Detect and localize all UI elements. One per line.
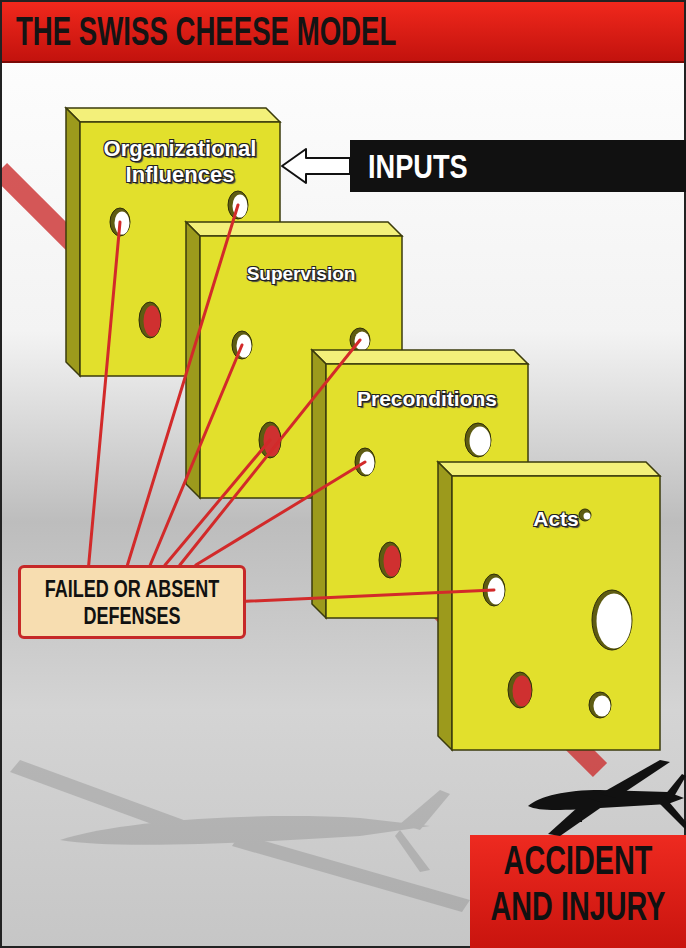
cheese-hole [379, 542, 401, 578]
cheese-hole [228, 191, 248, 219]
ghost-wing [232, 834, 470, 912]
slice-label-holder: Supervision [210, 262, 392, 286]
hole-opening [360, 452, 375, 475]
hole-opening [384, 546, 401, 577]
slice-label: Preconditions [332, 386, 522, 412]
callout-box: FAILED OR ABSENT DEFENSES [18, 565, 246, 639]
hole-rim [139, 302, 161, 338]
slice-side-face [186, 222, 200, 498]
hole-opening [355, 332, 370, 351]
hole-rim [508, 672, 532, 708]
hole-opening [115, 212, 130, 235]
ghost-drone [10, 760, 470, 912]
ghost-tail [395, 830, 430, 872]
hole-rim [259, 422, 281, 458]
hole-opening [594, 696, 611, 717]
cheese-hole [579, 509, 591, 521]
drone-wing [548, 798, 606, 836]
leader-line [150, 345, 242, 565]
drone-tail [664, 774, 686, 800]
cheese-hole [483, 574, 505, 606]
leader-line [180, 340, 360, 565]
slice-label: Organizational Influences [96, 136, 264, 188]
hole-opening [470, 427, 491, 456]
drone-wing [600, 760, 670, 798]
slice-top-face [186, 222, 402, 236]
slice-label-holder: Acts [462, 506, 650, 532]
slice-top-face [438, 462, 660, 476]
hole-rim [355, 448, 375, 476]
leader-line [89, 222, 120, 565]
banner-rule [0, 61, 686, 63]
hole-rim [465, 423, 491, 457]
leader-line [127, 205, 238, 565]
drone-tail [658, 796, 686, 830]
hole-opening [264, 426, 281, 457]
cheese-hole [110, 208, 130, 236]
hole-opening [144, 306, 161, 337]
hole-rim [483, 574, 505, 606]
hole-opening [597, 594, 632, 649]
hole-rim [228, 191, 248, 219]
slice-label: Supervision [210, 262, 392, 286]
slice-label-holder: Organizational Influences [96, 136, 264, 188]
cheese-hole [589, 692, 611, 718]
diagram-title: THE SWISS CHEESE MODEL [16, 9, 396, 53]
hole-opening [584, 513, 591, 520]
leader-line [246, 590, 494, 601]
cheese-hole [350, 328, 370, 352]
cheese-hole [508, 672, 532, 708]
hole-rim [110, 208, 130, 236]
title-banner [0, 0, 686, 62]
block-arrow [282, 149, 350, 183]
ghost-tail [400, 790, 450, 830]
cheese-slice: Acts [438, 462, 660, 750]
leader-line [196, 462, 365, 565]
slice-shape [438, 462, 660, 750]
slice-label: Acts [462, 506, 650, 532]
slice-side-face [312, 350, 326, 618]
slice-front-face [452, 476, 660, 750]
hole-rim [592, 590, 632, 650]
drone-fuselage [528, 790, 684, 810]
callout-box-text: FAILED OR ABSENT DEFENSES [29, 575, 235, 629]
hole-opening [513, 676, 532, 707]
cheese-hole [259, 422, 281, 458]
cheese-hole [355, 448, 375, 476]
outcome-box-text: ACCIDENT AND INJURY [476, 837, 680, 929]
hole-opening [233, 195, 248, 218]
hole-opening [237, 335, 252, 358]
drone-missile [578, 806, 582, 822]
title-area: THE SWISS CHEESE MODEL [0, 0, 686, 62]
cheese-hole [139, 302, 161, 338]
ghost-wing [10, 760, 200, 838]
slice-side-face [438, 462, 452, 750]
slice-top-face [66, 108, 280, 122]
inputs-box: INPUTS [350, 140, 686, 192]
slice-side-face [66, 108, 80, 376]
hole-rim [579, 509, 591, 521]
hole-rim [350, 328, 370, 352]
slice-label-holder: Preconditions [332, 386, 522, 412]
leader-line [165, 440, 270, 565]
cheese-hole [592, 590, 632, 650]
outcome-box: ACCIDENT AND INJURY [470, 835, 686, 948]
cheese-hole [232, 331, 252, 359]
slice-top-face [312, 350, 528, 364]
hole-opening [488, 578, 505, 605]
hole-rim [232, 331, 252, 359]
cheese-hole [465, 423, 491, 457]
hole-rim [589, 692, 611, 718]
hole-rim [379, 542, 401, 578]
drone-silhouette [528, 760, 686, 836]
inputs-box-text: INPUTS [368, 140, 682, 192]
